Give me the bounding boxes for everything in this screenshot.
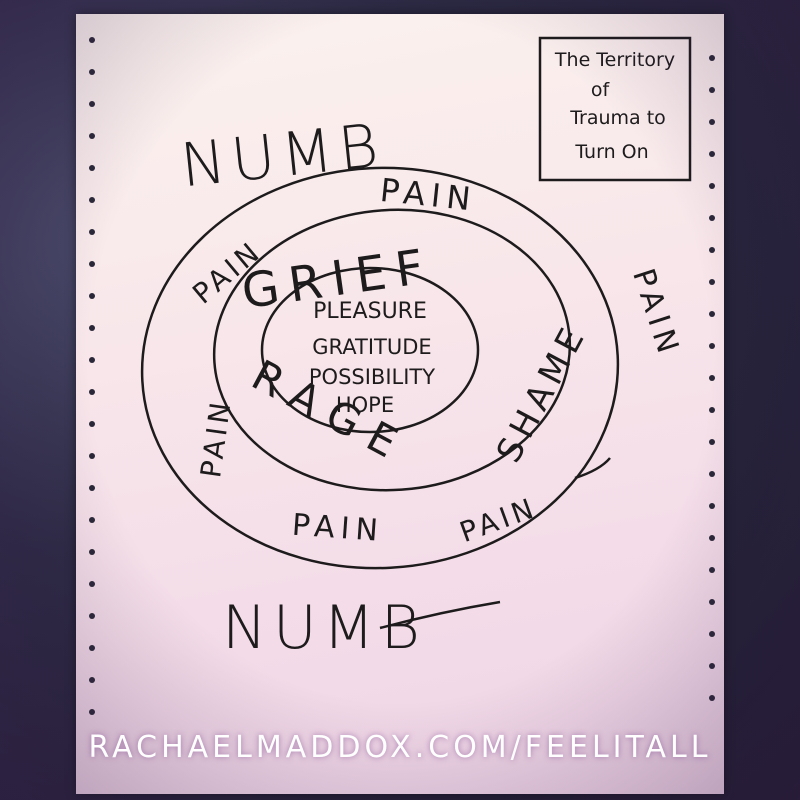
title-box [538,36,692,182]
center-gratitude: GRATITUDE [312,335,431,359]
title-line-4: Turn On [574,141,648,163]
pain-label-bottom: PAIN [291,508,385,549]
notebook-paper [76,14,724,794]
pen-tail-stroke [574,457,611,480]
center-pleasure: PLEASURE [313,299,427,324]
center-possibility: POSSIBILITY [309,365,435,389]
inner-core-ring [260,266,480,434]
title-line-3: Trauma to [569,107,666,129]
middle-emotion-ring [212,208,572,492]
center-hope: HOPE [336,393,394,417]
numb-bottom-label: NUMB [222,593,426,663]
outer-pain-ring [140,166,620,570]
left-punch-holes [89,37,95,715]
title-line-2: of [591,79,611,101]
shame-label: SHAME [489,317,595,469]
pain-label-right: PAIN [625,265,687,363]
pain-label-left: PAIN [194,397,238,480]
footer-url: RACHAELMADDOX.COM/FEELITALL [88,730,712,765]
title-line-1: The Territory [554,49,675,71]
numb-bottom-underline [379,600,501,630]
right-punch-holes [709,55,715,701]
